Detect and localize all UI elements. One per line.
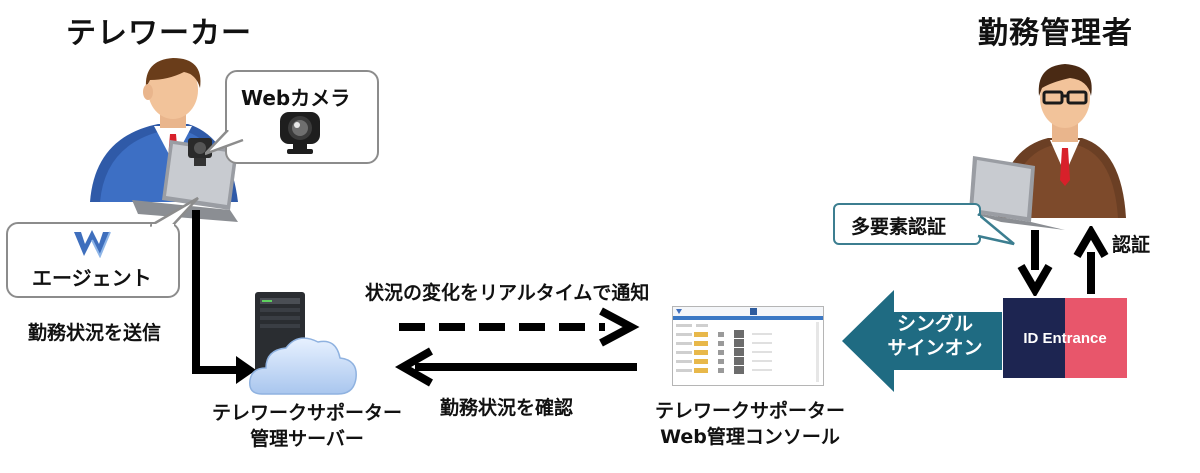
laptop-icon — [132, 140, 238, 222]
manager-laptop-icon — [969, 156, 1065, 230]
console-caption-line2: Web管理コンソール — [660, 426, 840, 448]
server-caption: テレワークサポーター 管理サーバー — [187, 400, 427, 452]
webcam-icon — [280, 112, 320, 154]
cloud-icon — [249, 337, 357, 395]
agent-label: エージェント — [32, 266, 152, 290]
mfa-bubble-tail — [974, 213, 1015, 246]
server-caption-line2: 管理サーバー — [250, 428, 364, 450]
auth-arrows — [1017, 226, 1109, 296]
send-status-arrow — [192, 210, 256, 384]
mfa-label: 多要素認証 — [851, 216, 947, 238]
sso-label: シングル サインオン — [875, 312, 995, 360]
server-caption-line1: テレワークサポーター — [211, 402, 402, 424]
confirm-status-label: 勤務状況を確認 — [440, 397, 574, 419]
sso-label-line1: シングル — [896, 313, 973, 335]
console-screenshot-icon — [672, 306, 824, 386]
id-entrance-box: ID Entrance — [1003, 298, 1127, 378]
auth-label: 認証 — [1112, 234, 1151, 256]
console-caption: テレワークサポーター Web管理コンソール — [628, 398, 872, 450]
console-caption-line1: テレワークサポーター — [654, 400, 845, 422]
send-status-label: 勤務状況を送信 — [28, 322, 162, 344]
left-actor-title: テレワーカー — [66, 16, 252, 51]
confirm-status-arrow — [395, 347, 637, 387]
id-entrance-label: ID Entrance — [1023, 329, 1107, 347]
right-actor-title: 勤務管理者 — [978, 16, 1133, 51]
sso-arrow — [842, 290, 1002, 392]
agent-bubble-tail — [150, 196, 199, 230]
webcam-bubble-tail — [205, 130, 244, 156]
webcam-label: Webカメラ — [241, 86, 351, 110]
realtime-notify-arrow — [399, 307, 640, 347]
agent-bubble: エージェント — [6, 222, 180, 298]
webcam-bubble: Webカメラ — [225, 70, 379, 164]
agent-logo-icon — [74, 230, 111, 258]
sso-label-line2: サインオン — [887, 337, 983, 359]
mfa-bubble: 多要素認証 — [833, 203, 981, 245]
realtime-notify-label: 状況の変化をリアルタイムで通知 — [365, 282, 650, 304]
